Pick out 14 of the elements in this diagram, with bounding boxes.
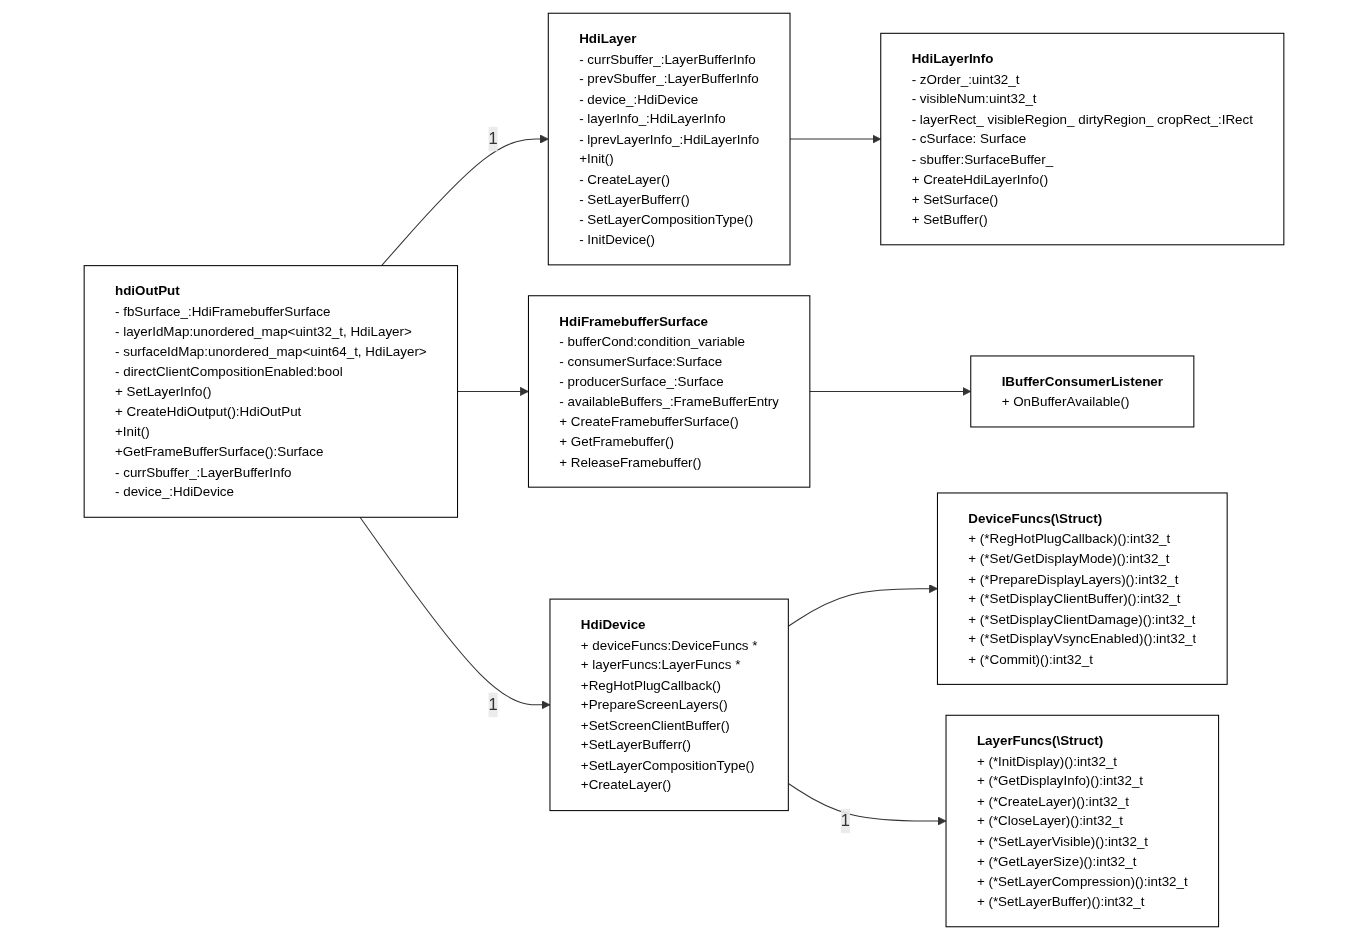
arrow: [359, 516, 550, 710]
arrow: [789, 134, 881, 144]
node-box: HdiLayer - currSbuffer_:LayerBufferInfo - prevSbuffer_:LayerBufferInfo - device_:HdiDevice - layerInfo_:HdiLayerInfo - lprevLayerInfo_:HdiLayerInfo +Init() - CreateLayer() - SetLayerBufferr() - SetLayerCompositionType() - InitDevice(): [547, 12, 791, 266]
node-box: LayerFuncs(\Struct) + (*InitDisplay)():int32_t + (*GetDisplayInfo)():int32_t + (*CreateLayer)():int32_t + (*CloseLayer)():int32_t + (*SetLayerVisible)():int32_t + (*GetLayerSize)():int32_t + (*SetLayerCompression)():int32_t + (*SetLayerBuffer)():int32_t: [945, 714, 1219, 928]
node-box: HdiDevice + deviceFuncs:DeviceFuncs * + layerFuncs:LayerFuncs * +RegHotPlugCallback() +PrepareScreenLayers() +SetScreenClientBuffer() +SetLayerBufferr() +SetLayerCompositionType() +CreateLayer(): [548, 598, 789, 812]
node-box: IBufferConsumerListener + OnBufferAvailable(): [969, 355, 1194, 428]
edge-label: 1: [840, 811, 850, 830]
node-box: DeviceFuncs(\Struct) + (*RegHotPlugCallback)():int32_t + (*Set/GetDisplayMode)():int32_t + (*PrepareDisplayLayers)():int32_t + (*SetDisplayClientBuffer)():int32_t + (*SetDisplayClientDamage)():int32_t + (*SetDisplayVsyncEnabled)():int32_t + (*Commit)():int32_t: [936, 492, 1228, 685]
node-box: HdiLayerInfo - zOrder_:uint32_t - visibleNum:uint32_t - layerRect_ visibleRegion_ dirtyRegion_ cropRect_:IRect - cSurface: Surface - sbuffer:SurfaceBuffer_ + CreateHdiLayerInfo() + SetSurface() + SetBuffer(): [879, 32, 1284, 246]
edge-label: 1: [487, 129, 498, 148]
edge-label: 1: [487, 695, 498, 714]
node-box: hdiOutPut - fbSurface_:HdiFramebufferSurface - layerIdMap:unordered_map<uint32_t, HdiLayer> - surfaceIdMap:unordered_map<uint64_t, HdiLayer> - directClientCompositionEnabled:bool + SetLayerInfo() + CreateHdiOutput():HdiOutPut +Init() +GetFrameBufferSurface():Surface - currSbuffer_:LayerBufferInfo - device_:HdiDevice: [83, 265, 458, 518]
arrow: [787, 782, 946, 826]
node-box: HdiFramebufferSurface - bufferCond:condition_variable - consumerSurface:Surface - producerSurface_:Surface - availableBuffers_:FrameBufferEntry + CreateFramebufferSurface() + GetFramebuffer() + ReleaseFramebuffer(): [527, 295, 810, 488]
